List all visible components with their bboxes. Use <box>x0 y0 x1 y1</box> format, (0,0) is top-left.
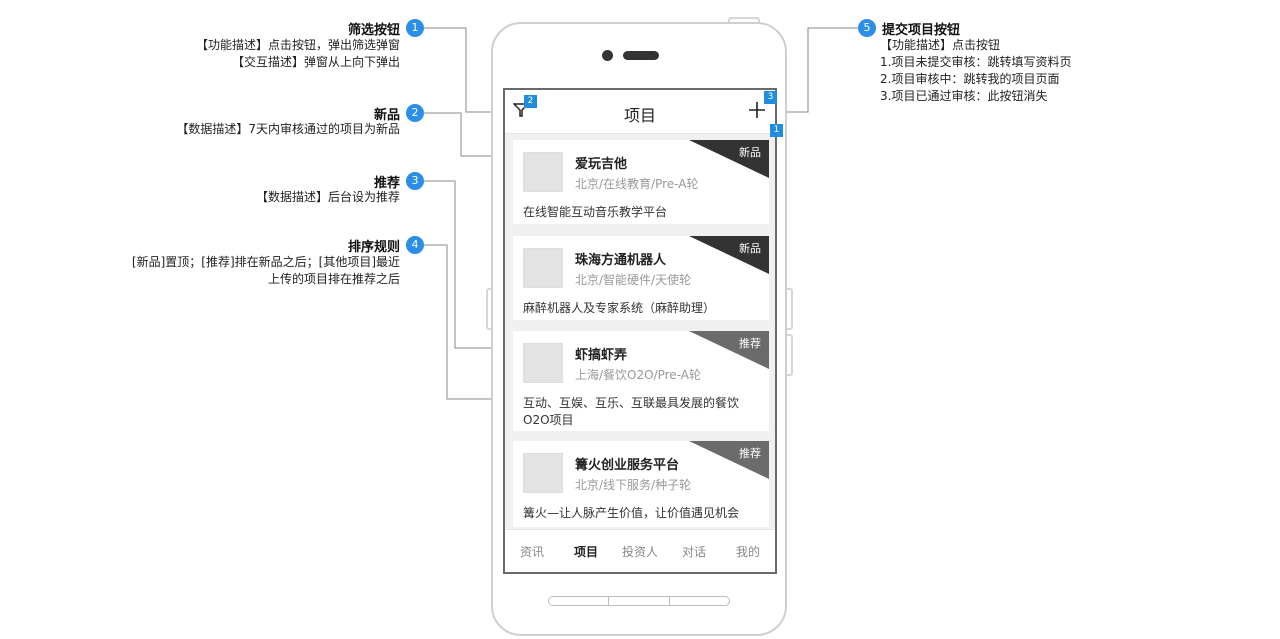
annotation-title-3: 推荐 <box>373 176 400 191</box>
tag-triangle <box>689 441 769 479</box>
annotation-text-5b: 1.项目未提交审核：跳转填写资料页 <box>880 55 1072 69</box>
home-buttons[interactable] <box>548 596 730 606</box>
annotation-text-1b: 【交互描述】弹窗从上向下弹出 <box>231 55 400 69</box>
plus-icon[interactable] <box>747 100 767 120</box>
tab-news[interactable]: 资讯 <box>519 544 544 559</box>
project-desc: 麻醉机器人及专家系统（麻醉助理） <box>523 301 716 315</box>
tag-fill <box>689 140 769 178</box>
project-logo <box>523 152 563 192</box>
connector-4 <box>424 244 505 400</box>
project-card[interactable]: 新品 爱玩吉他 北京/在线教育/Pre-A轮 在线智能互动音乐教学平台 <box>513 140 769 224</box>
tag-triangle <box>689 331 769 369</box>
annotation-number-1: 1 <box>406 19 424 37</box>
project-card[interactable]: 推荐 虾搞虾弄 上海/餐饮O2O/Pre-A轮 互动、互娱、互乐、互联最具发展的… <box>513 331 769 431</box>
annotation-text-2a: 【数据描述】7天内审核通过的项目为新品 <box>176 122 400 136</box>
tag-fill <box>689 441 769 479</box>
annotation-text-5d: 3.项目已通过审核：此按钮消失 <box>880 89 1048 103</box>
annotation-badge-plus: 3 <box>764 91 777 104</box>
project-meta: 北京/智能硬件/天使轮 <box>575 273 692 287</box>
project-desc: 在线智能互动音乐教学平台 <box>523 205 668 219</box>
project-logo <box>523 453 563 493</box>
connector-3 <box>424 180 512 349</box>
status-badge: 推荐 <box>739 337 761 350</box>
status-badge: 推荐 <box>739 447 761 460</box>
annotation-number-2: 2 <box>406 104 424 122</box>
tab-chat[interactable]: 对话 <box>681 544 706 559</box>
annotation-number-3: 3 <box>406 172 424 190</box>
annotation-title-2: 新品 <box>373 108 400 123</box>
annotation-title-4: 排序规则 <box>347 240 400 255</box>
annotation-number-5: 5 <box>858 19 876 37</box>
project-card[interactable]: 推荐 篝火创业服务平台 北京/线下服务/种子轮 篝火—让人脉产生价值，让价值遇见… <box>513 441 769 527</box>
project-logo <box>523 248 563 288</box>
project-logo <box>523 343 563 383</box>
home-button-right[interactable] <box>670 597 729 605</box>
project-desc: 互动、互娱、互乐、互联最具发展的餐饮O2O项目 <box>523 396 740 427</box>
speaker-grille <box>623 51 659 60</box>
project-meta: 北京/线下服务/种子轮 <box>575 478 692 492</box>
project-meta: 北京/在线教育/Pre-A轮 <box>575 177 699 191</box>
annotation-title-1: 筛选按钮 <box>347 23 400 38</box>
annotation-number-4: 4 <box>406 236 424 254</box>
status-badge: 新品 <box>739 242 761 255</box>
annotation-badge-plus-2: 1 <box>770 124 783 137</box>
project-name: 爱玩吉他 <box>575 157 628 172</box>
annotation-text-1a: 【功能描述】点击按钮，弹出筛选弹窗 <box>195 38 400 52</box>
tag-fill <box>689 236 769 274</box>
project-meta: 上海/餐饮O2O/Pre-A轮 <box>575 368 701 382</box>
project-name: 篝火创业服务平台 <box>575 458 680 473</box>
project-name: 珠海方通机器人 <box>575 253 667 268</box>
tag-fill <box>689 331 769 369</box>
status-badge: 新品 <box>739 146 761 159</box>
annotation-badge-filter: 2 <box>524 95 537 108</box>
home-button-left[interactable] <box>549 597 610 605</box>
nav-bar: 项目 <box>505 90 775 134</box>
annotation-text-5a: 【功能描述】点击按钮 <box>880 38 1001 52</box>
project-desc: 篝火—让人脉产生价值，让价值遇见机会 <box>523 506 740 520</box>
tag-triangle <box>689 236 769 274</box>
tab-projects[interactable]: 项目 <box>573 544 598 559</box>
annotation-text-5c: 2.项目审核中：跳转我的项目页面 <box>880 72 1060 86</box>
tab-investors[interactable]: 投资人 <box>621 544 658 559</box>
project-name: 虾搞虾弄 <box>575 348 628 363</box>
app-screen: 项目 新品 爱玩吉他 北京/在线教育/Pre-A轮 在线智能互动音乐教学平台 新… <box>503 88 777 574</box>
annotation-title-5: 提交项目按钮 <box>882 23 961 38</box>
project-card[interactable]: 新品 珠海方通机器人 北京/智能硬件/天使轮 麻醉机器人及专家系统（麻醉助理） <box>513 236 769 320</box>
connector-2 <box>424 112 512 157</box>
annotation-text-3a: 【数据描述】后台设为推荐 <box>255 190 400 204</box>
connector-5 <box>780 27 858 113</box>
page-title: 项目 <box>623 106 656 125</box>
annotation-text-4b: 上传的项目排在推荐之后 <box>267 272 400 286</box>
annotation-text-4a: [新品]置顶；[推荐]排在新品之后；[其他项目]最近 <box>131 255 400 269</box>
home-button-center[interactable] <box>609 597 670 605</box>
camera-icon <box>602 50 613 61</box>
tab-bar: 资讯 项目 投资人 对话 我的 <box>505 529 775 572</box>
tab-me[interactable]: 我的 <box>735 544 760 559</box>
tag-triangle <box>689 140 769 178</box>
